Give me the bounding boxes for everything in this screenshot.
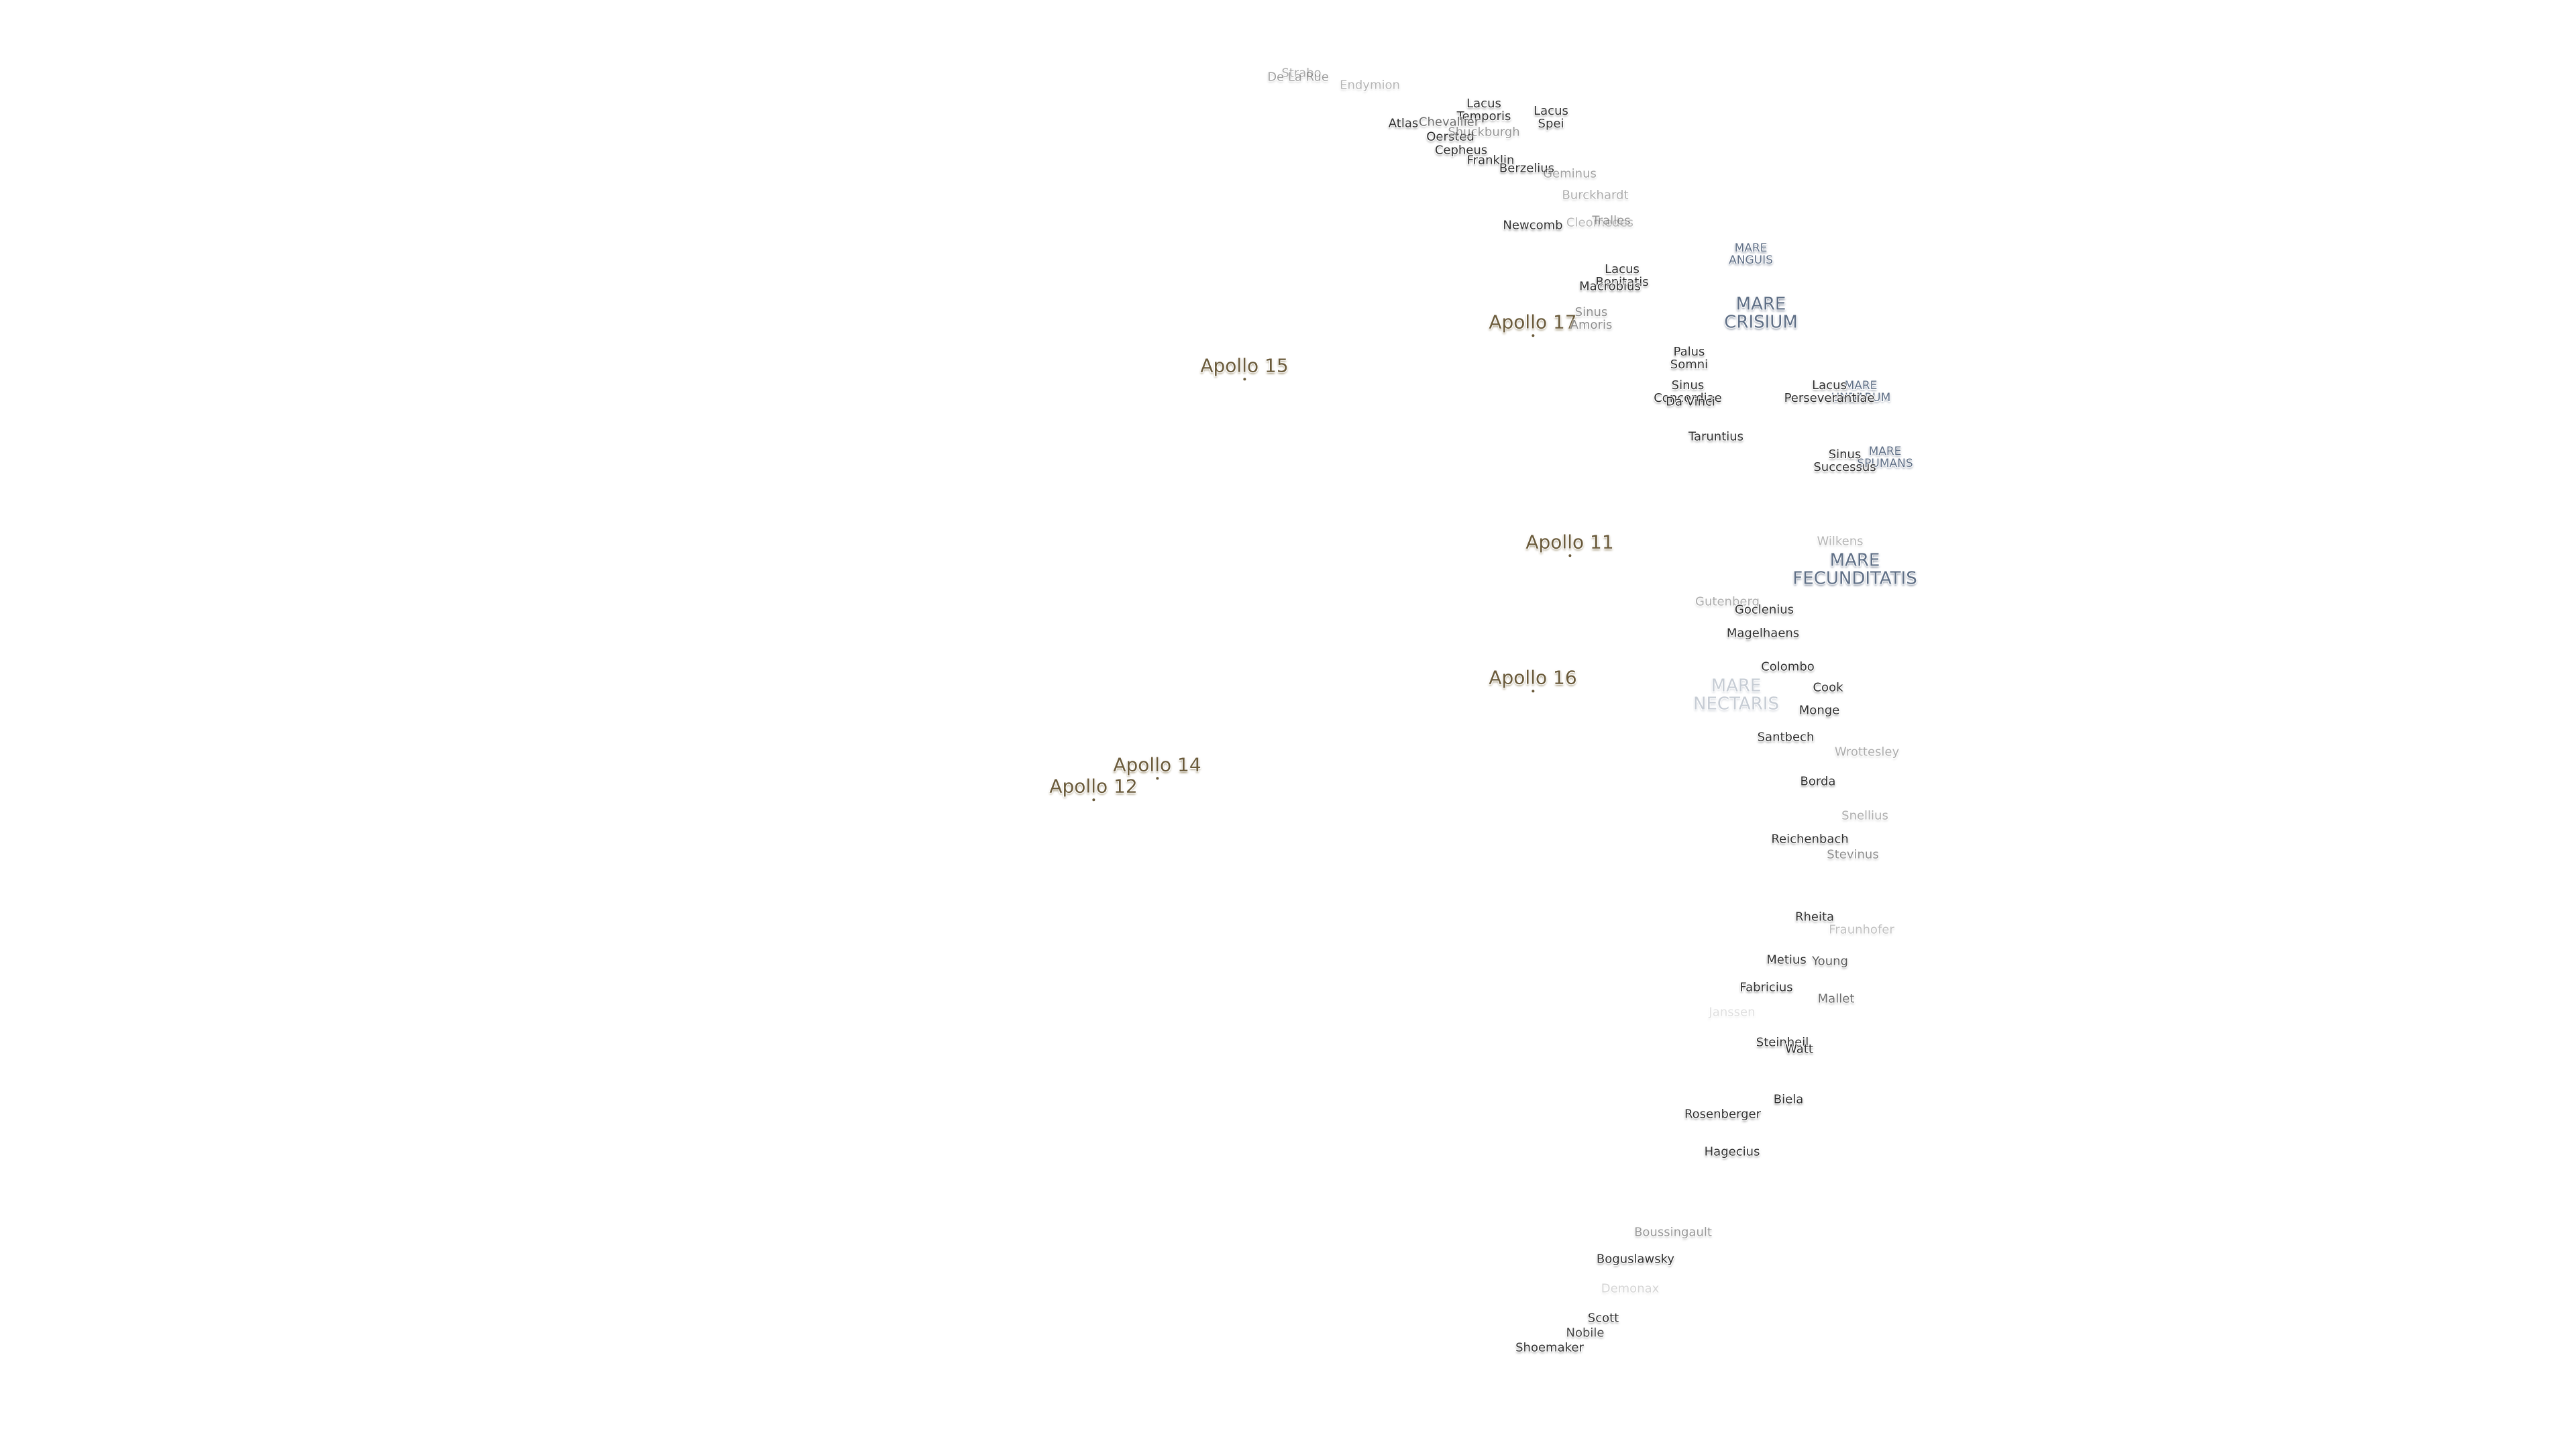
feature-label-monge[interactable]: Monge <box>1799 703 1840 718</box>
feature-label-taruntius[interactable]: Taruntius <box>1688 429 1744 444</box>
landing-site-apollo-14[interactable]: Apollo 14 <box>1113 753 1201 781</box>
feature-label-stevinus[interactable]: Stevinus <box>1827 847 1879 862</box>
feature-label-tralles[interactable]: Tralles <box>1592 213 1631 228</box>
feature-label-da-vinci[interactable]: Da Vinci <box>1666 394 1715 409</box>
feature-label-young[interactable]: Young <box>1812 954 1848 969</box>
feature-label-demonax[interactable]: Demonax <box>1601 1281 1660 1296</box>
feature-label-macrobius[interactable]: Macrobius <box>1579 279 1641 294</box>
feature-label-cook[interactable]: Cook <box>1813 680 1843 695</box>
feature-label-rheita[interactable]: Rheita <box>1794 910 1835 924</box>
feature-label-watt[interactable]: Watt <box>1785 1042 1813 1057</box>
feature-label-fabricius[interactable]: Fabricius <box>1739 980 1793 995</box>
landing-site-apollo-12[interactable]: Apollo 12 <box>1049 775 1138 802</box>
feature-label-boguslawsky[interactable]: Boguslawsky <box>1596 1252 1675 1267</box>
feature-label-fraunhofer[interactable]: Fraunhofer <box>1829 922 1894 937</box>
feature-label-gutenberg[interactable]: Gutenberg <box>1695 594 1760 609</box>
feature-label-franklin[interactable]: Franklin <box>1466 153 1515 168</box>
feature-label-scott[interactable]: Scott <box>1587 1311 1619 1326</box>
feature-label-burckhardt[interactable]: Burckhardt <box>1562 188 1629 203</box>
feature-label-goclenius[interactable]: Goclenius <box>1734 602 1794 617</box>
landing-site-apollo-16[interactable]: Apollo 16 <box>1489 666 1577 694</box>
feature-label-endymion[interactable]: Endymion <box>1340 78 1400 93</box>
feature-label-snellius[interactable]: Snellius <box>1841 808 1888 823</box>
feature-label-mallet[interactable]: Mallet <box>1817 991 1855 1006</box>
landing-site-apollo-15[interactable]: Apollo 15 <box>1200 354 1289 382</box>
feature-label-atlas[interactable]: Atlas <box>1388 116 1419 131</box>
feature-label-wrottesley[interactable]: Wrottesley <box>1834 745 1900 759</box>
feature-label-berzelius[interactable]: Berzelius <box>1499 161 1555 176</box>
feature-label-geminus[interactable]: Geminus <box>1543 166 1597 181</box>
feature-label-strabo[interactable]: Strabo <box>1281 66 1322 80</box>
feature-label-reichenbach[interactable]: Reichenbach <box>1771 832 1849 847</box>
feature-label-cleomedes[interactable]: Cleomedes <box>1566 215 1634 230</box>
feature-label-santbech[interactable]: Santbech <box>1757 730 1815 745</box>
feature-label-nobile[interactable]: Nobile <box>1566 1326 1605 1340</box>
feature-label-boussingault[interactable]: Boussingault <box>1634 1225 1712 1240</box>
feature-label-hagecius[interactable]: Hagecius <box>1704 1144 1760 1159</box>
landing-site-apollo-11[interactable]: Apollo 11 <box>1525 531 1614 558</box>
feature-label-chevallier[interactable]: Chevallier <box>1418 115 1480 129</box>
feature-label-colombo[interactable]: Colombo <box>1761 659 1815 674</box>
feature-label-metius[interactable]: Metius <box>1766 953 1807 967</box>
feature-label-oersted[interactable]: Oersted <box>1426 129 1474 144</box>
feature-label-wilkens[interactable]: Wilkens <box>1817 534 1864 549</box>
feature-label-steinheil[interactable]: Steinheil <box>1756 1035 1809 1050</box>
feature-label-rosenberger[interactable]: Rosenberger <box>1684 1107 1762 1122</box>
feature-label-shoemaker[interactable]: Shoemaker <box>1515 1340 1584 1355</box>
feature-label-janssen[interactable]: Janssen <box>1709 1005 1756 1020</box>
feature-label-cepheus[interactable]: Cepheus <box>1434 143 1488 158</box>
landing-site-apollo-17[interactable]: Apollo 17 <box>1489 311 1577 338</box>
feature-label-borda[interactable]: Borda <box>1800 774 1836 789</box>
feature-label-shuckburgh[interactable]: Shuckburgh <box>1448 125 1520 140</box>
feature-label-newcomb[interactable]: Newcomb <box>1503 218 1563 233</box>
feature-label-de-la-rue[interactable]: De La Rue <box>1267 70 1329 85</box>
feature-label-biela[interactable]: Biela <box>1773 1092 1804 1107</box>
feature-label-magelhaens[interactable]: Magelhaens <box>1726 626 1800 641</box>
